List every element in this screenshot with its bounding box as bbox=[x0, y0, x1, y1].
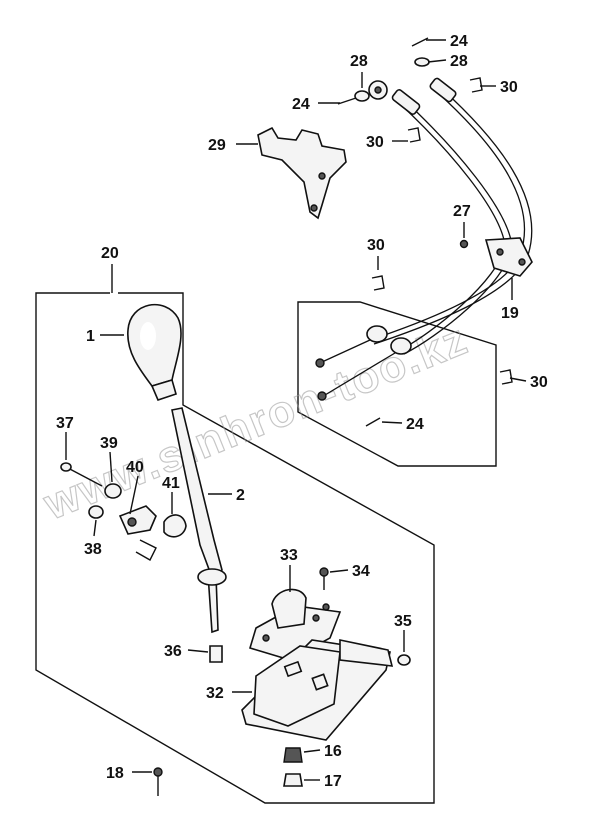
callout-30a: 30 bbox=[500, 79, 518, 96]
callout-24b: 24 bbox=[292, 96, 310, 113]
pivot-hardware bbox=[60, 462, 187, 561]
callout-30b: 30 bbox=[366, 134, 384, 151]
callout-30c: 30 bbox=[367, 237, 385, 254]
small-fasteners-top bbox=[337, 37, 513, 427]
callout-37: 37 bbox=[56, 415, 74, 432]
cable-inset-boundary bbox=[297, 301, 497, 467]
callout-labels: 24 28 28 30 24 29 30 27 30 20 19 1 30 24… bbox=[56, 33, 548, 790]
callout-17: 17 bbox=[324, 773, 342, 790]
callout-34: 34 bbox=[352, 563, 370, 580]
leader-lines bbox=[65, 39, 527, 781]
callout-41: 41 bbox=[162, 475, 180, 492]
callout-30d: 30 bbox=[530, 374, 548, 391]
callout-39: 39 bbox=[100, 435, 118, 452]
callout-27: 27 bbox=[453, 203, 471, 220]
callout-24c: 24 bbox=[406, 416, 424, 433]
callout-19: 19 bbox=[501, 305, 519, 322]
base-cover bbox=[241, 639, 394, 741]
callout-16: 16 bbox=[324, 743, 342, 760]
shift-knob bbox=[127, 303, 182, 401]
shift-cable-assembly bbox=[315, 77, 533, 401]
assembly-boundary bbox=[35, 292, 435, 804]
callout-24a: 24 bbox=[450, 33, 468, 50]
small-fasteners-lower bbox=[153, 567, 411, 796]
callout-29: 29 bbox=[208, 137, 226, 154]
callout-1: 1 bbox=[86, 328, 95, 345]
callout-2: 2 bbox=[236, 487, 245, 504]
lever-housing bbox=[249, 588, 342, 661]
cable-bracket bbox=[257, 126, 347, 220]
callout-35: 35 bbox=[394, 613, 412, 630]
callout-28b: 28 bbox=[450, 53, 468, 70]
callout-20: 20 bbox=[101, 245, 119, 262]
shift-lever bbox=[171, 407, 227, 634]
callout-36: 36 bbox=[164, 643, 182, 660]
callout-18: 18 bbox=[106, 765, 124, 782]
callout-38: 38 bbox=[84, 541, 102, 558]
callout-40: 40 bbox=[126, 459, 144, 476]
callout-32: 32 bbox=[206, 685, 224, 702]
callout-33: 33 bbox=[280, 547, 298, 564]
callout-28a: 28 bbox=[350, 53, 368, 70]
